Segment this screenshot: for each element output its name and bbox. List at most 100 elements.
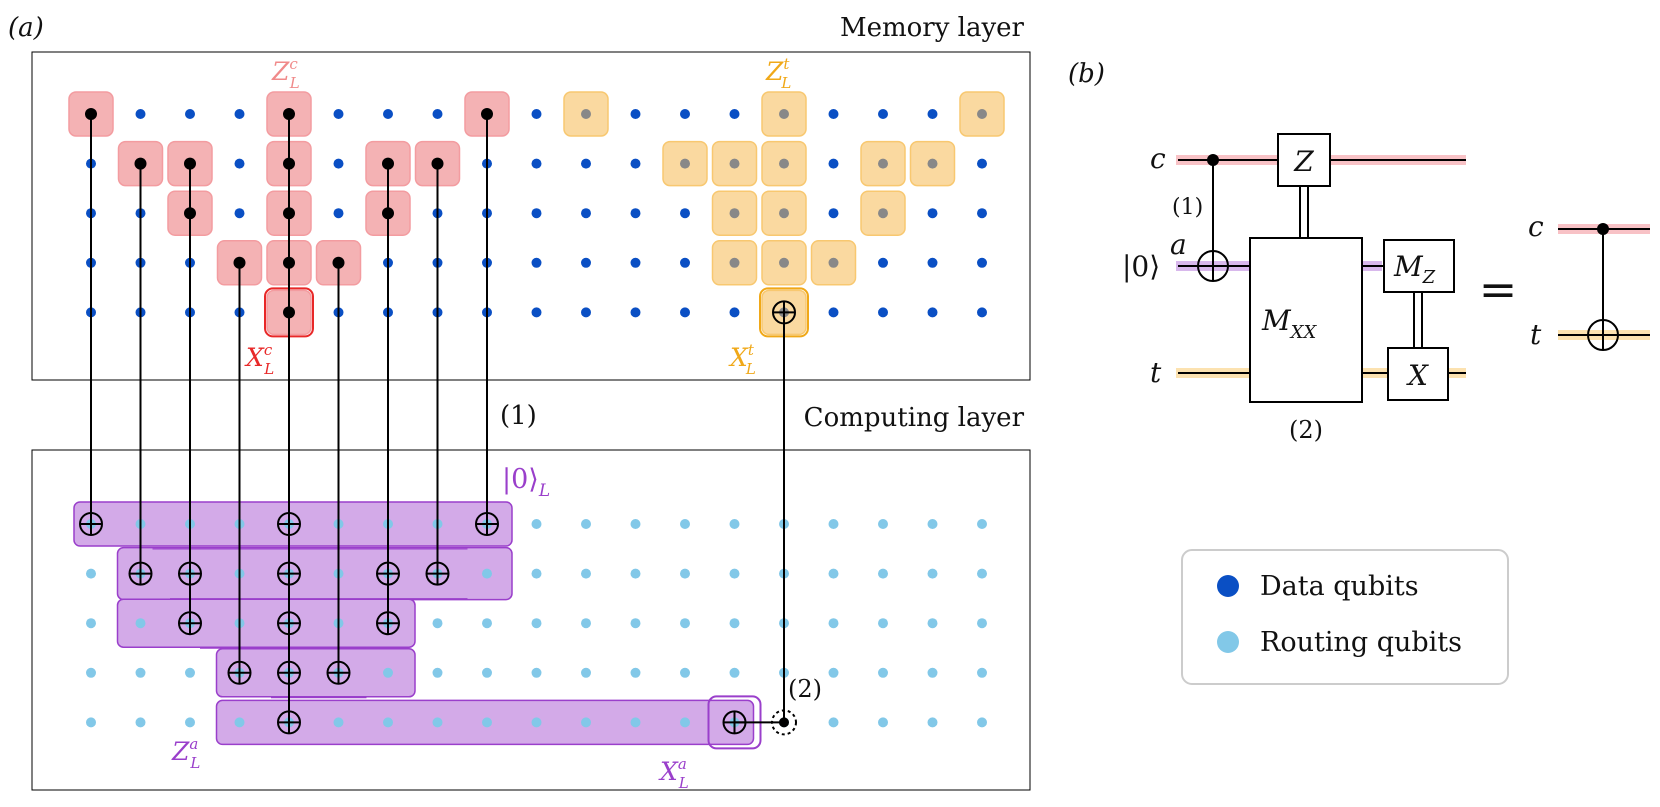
control-dot: [85, 108, 97, 120]
routing-qubit: [531, 519, 542, 529]
routing-qubit: [729, 519, 740, 529]
routing-qubit: [135, 618, 146, 629]
data-qubit: [581, 158, 591, 169]
routing-qubit: [729, 568, 740, 579]
routing-qubit: [135, 717, 146, 728]
data-qubit: [977, 208, 987, 219]
data-qubit: [878, 208, 888, 219]
measurement-dashed-circle: [771, 709, 797, 736]
legend-routing-qubits-label: Routing qubits: [1260, 627, 1462, 658]
routing-qubit: [482, 667, 492, 678]
cnot-target: [277, 710, 301, 735]
routing-qubit: [135, 667, 146, 678]
data-qubit: [977, 109, 987, 119]
gate-marks: [79, 108, 797, 736]
data-qubit: [531, 257, 542, 268]
ancilla-patch-block: [116, 546, 513, 601]
xt-cnot-target: [772, 300, 796, 325]
memory-qubit-grid: [86, 109, 987, 318]
x-gate-label: X: [1406, 359, 1429, 392]
data-qubit: [927, 307, 938, 318]
data-qubit: [135, 109, 146, 119]
computing-patches: [73, 501, 762, 750]
control-dot: [481, 108, 493, 120]
routing-qubit: [581, 568, 591, 579]
legend-routing-qubit-marker: [1217, 631, 1239, 653]
ket0-input-label: |0⟩: [1122, 250, 1160, 283]
routing-qubit: [828, 568, 839, 579]
routing-qubit: [977, 667, 987, 678]
measurement-dot: [779, 717, 789, 728]
data-qubit: [828, 307, 839, 318]
legend: Data qubits Routing qubits: [1181, 549, 1509, 685]
cnot-target: [277, 660, 301, 685]
routing-qubit: [432, 618, 443, 629]
cnot-target: [277, 611, 301, 636]
cnot-target: [178, 611, 202, 636]
routing-qubit: [581, 667, 591, 678]
ancilla-patch-block: [215, 648, 416, 698]
control-dot: [233, 256, 246, 269]
computing-layer-box: [31, 449, 1031, 791]
routing-qubit: [680, 667, 690, 678]
routing-qubit: [977, 519, 987, 529]
cnot-target: [326, 660, 351, 685]
routing-qubit: [927, 667, 938, 678]
data-qubit: [828, 109, 839, 119]
routing-qubit: [680, 717, 690, 728]
data-qubit: [779, 257, 789, 268]
routing-qubit: [828, 667, 839, 678]
routing-qubit: [581, 717, 591, 728]
control-dot: [283, 256, 295, 269]
data-qubit: [333, 109, 344, 119]
routing-qubit: [630, 618, 641, 629]
data-qubit: [977, 158, 987, 169]
z-gate-box: [1277, 133, 1331, 187]
data-qubit: [878, 257, 888, 268]
routing-qubit: [630, 717, 641, 728]
routing-qubit: [531, 717, 542, 728]
mz-measure-box: [1383, 239, 1455, 293]
data-qubit: [828, 158, 839, 169]
routing-qubit: [630, 519, 641, 529]
cnot-target: [227, 660, 252, 685]
data-qubit: [977, 307, 987, 318]
panel-a: (a) Memory layer Computing layer (1) (2)…: [8, 13, 1031, 792]
mxx-measure-label: MXX: [1261, 304, 1317, 343]
data-qubit: [779, 109, 789, 119]
cnot-target: [475, 512, 499, 536]
routing-qubit: [828, 519, 839, 529]
data-qubit: [977, 257, 987, 268]
control-dot: [134, 157, 147, 170]
data-qubit: [878, 109, 888, 119]
routing-qubit: [333, 717, 344, 728]
data-qubit: [581, 109, 591, 119]
cnot-target: [277, 512, 301, 536]
data-qubit: [828, 208, 839, 219]
data-qubit: [729, 109, 740, 119]
data-qubit: [927, 208, 938, 219]
routing-qubit: [630, 667, 641, 678]
routing-qubit: [977, 618, 987, 629]
data-qubit: [581, 307, 591, 318]
data-qubit: [729, 208, 740, 219]
mxx-measure-box: [1249, 237, 1363, 403]
ancilla-patch-block: [116, 598, 416, 648]
routing-qubit: [828, 717, 839, 728]
control-dot: [431, 157, 444, 170]
data-qubit: [531, 307, 542, 318]
cnot-target: [425, 561, 450, 586]
panel-b-circuit: (b) (1) Z MXX (2): [1068, 59, 1650, 444]
routing-qubit: [878, 717, 888, 728]
cnot-ca-control: [1207, 154, 1219, 166]
transversal-cnot-lines: [90, 114, 785, 724]
routing-qubit: [927, 519, 938, 529]
data-qubit: [630, 158, 641, 169]
z-gate-label: Z: [1293, 145, 1314, 178]
legend-data-qubit-marker: [1217, 575, 1239, 597]
routing-qubit: [927, 618, 938, 629]
routing-qubit: [86, 717, 96, 728]
